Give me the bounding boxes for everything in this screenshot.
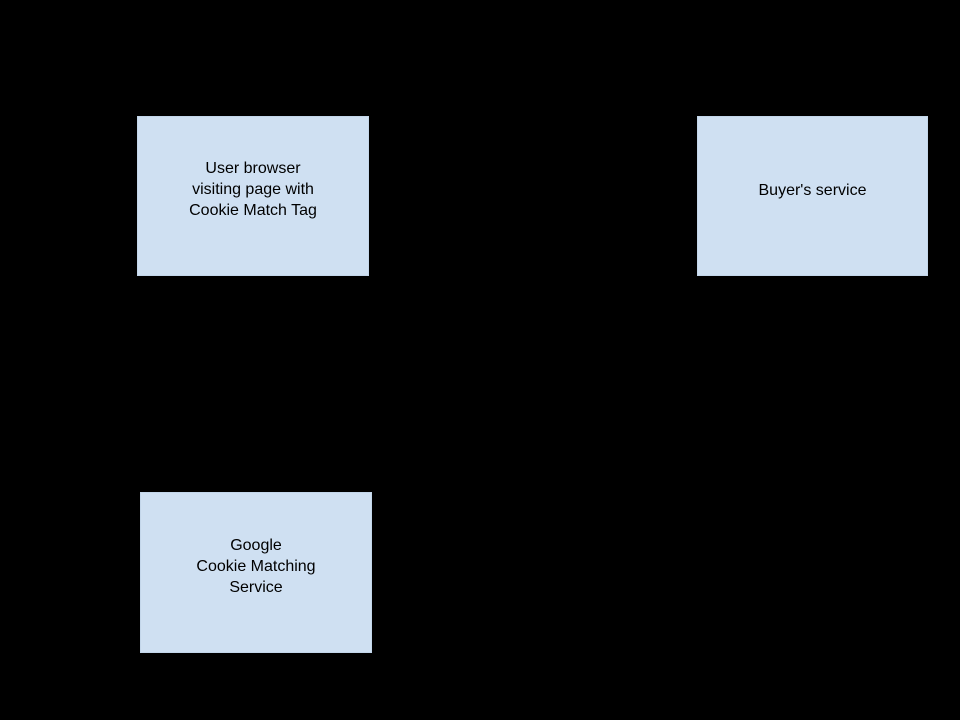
node-google-cookie-matching-line-1: Google <box>230 537 282 554</box>
node-google-cookie-matching[interactable]: Google Cookie Matching Service <box>140 492 372 653</box>
node-buyers-service[interactable]: Buyer's service <box>697 116 928 276</box>
node-user-browser-line-3: Cookie Match Tag <box>189 202 317 219</box>
node-buyers-service-line-1: Buyer's service <box>758 182 867 199</box>
node-user-browser-line-2: visiting page with <box>192 181 314 198</box>
node-google-cookie-matching-line-3: Service <box>229 579 283 596</box>
node-user-browser[interactable]: User browser visiting page with Cookie M… <box>137 116 369 276</box>
node-google-cookie-matching-line-2: Cookie Matching <box>196 558 316 575</box>
node-user-browser-line-1: User browser <box>205 160 301 177</box>
